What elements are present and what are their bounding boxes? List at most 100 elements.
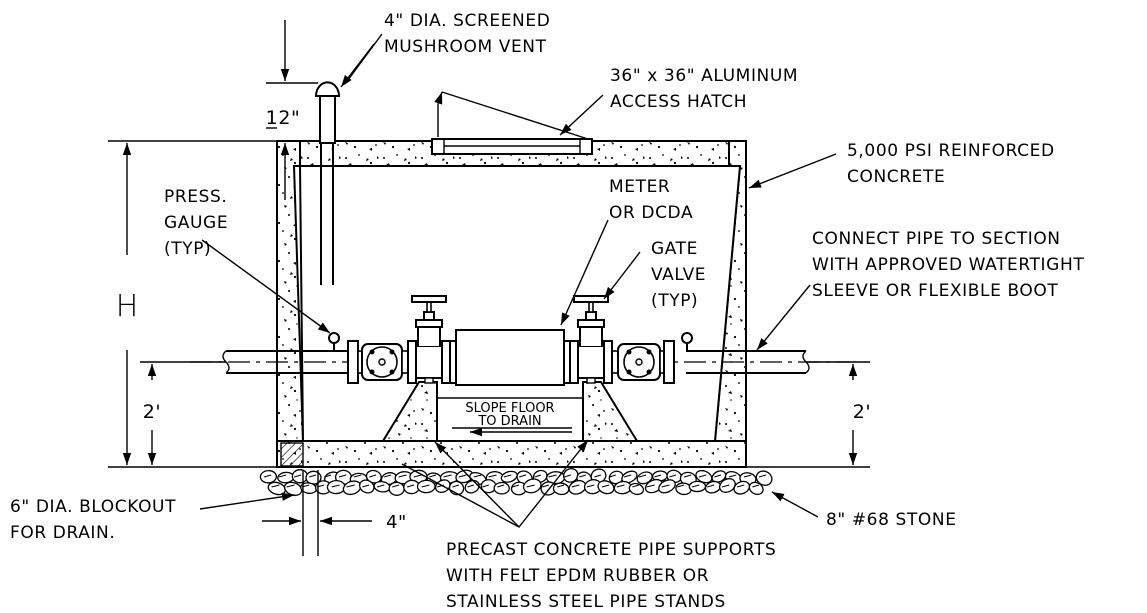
- stone-mark: [278, 474, 287, 478]
- stone: [291, 469, 309, 484]
- meter-body: [449, 329, 571, 386]
- stone-mark: [497, 484, 505, 488]
- stone-mark: [369, 474, 377, 478]
- stone-mark: [601, 484, 610, 488]
- stone-mark: [548, 474, 557, 478]
- stone-mark: [376, 484, 385, 488]
- dimension-vault-height: H: [108, 140, 277, 468]
- access-hatch: [431, 91, 593, 155]
- meter-label-1: METER: [609, 177, 670, 197]
- stone: [711, 470, 727, 483]
- blockout-label-2: FOR DRAIN.: [10, 523, 115, 543]
- stone-mark: [271, 484, 280, 488]
- stone-mark: [557, 484, 565, 488]
- stone-mark: [646, 484, 655, 488]
- stone-mark: [362, 484, 370, 488]
- stone-mark: [639, 474, 647, 478]
- dimension-pipe-height-left: 2': [140, 361, 226, 465]
- callout-labels: 4" DIA. SCREENED MUSHROOM VENT 36" x 36"…: [10, 11, 1084, 612]
- stone-mark: [458, 474, 467, 478]
- stone-mark: [346, 484, 355, 488]
- stone-mark: [398, 474, 407, 478]
- stone: [658, 479, 676, 494]
- stone: [277, 471, 295, 484]
- stone: [636, 471, 653, 485]
- stone-mark: [542, 484, 550, 488]
- stone-mark: [691, 484, 700, 488]
- blockout-offset-label: 4": [386, 512, 407, 533]
- stone-mark: [512, 484, 520, 488]
- stone-mark: [294, 474, 302, 478]
- stone-mark: [534, 474, 541, 478]
- slope-floor-label-2: TO DRAIN: [477, 414, 541, 429]
- stone-mark: [736, 484, 745, 488]
- stone-mark: [482, 484, 490, 488]
- stone-mark: [443, 474, 452, 478]
- stone-mark: [413, 474, 422, 478]
- gate-valve-label-2: VALVE: [651, 265, 706, 285]
- stone-mark: [263, 474, 272, 478]
- stone: [688, 480, 707, 493]
- leaders: [199, 33, 837, 528]
- gauge-label-1: PRESS.: [164, 187, 227, 207]
- stone-mark: [429, 474, 437, 478]
- stone: [267, 481, 287, 496]
- pipe-height-right-label: 2': [853, 401, 872, 423]
- stone-mark: [661, 484, 670, 488]
- supports-label-2: WITH FELT EPDM RUBBER OR: [446, 566, 709, 586]
- stone: [748, 481, 764, 496]
- stone-mark: [594, 474, 602, 478]
- blockout-label-1: 6" DIA. BLOCKOUT: [10, 497, 176, 517]
- stone-mark: [571, 484, 580, 488]
- gauge-label-2: GAUGE: [164, 213, 228, 233]
- stone: [416, 479, 436, 494]
- stone: [597, 480, 615, 495]
- stone: [493, 481, 510, 495]
- stone-mark: [632, 484, 640, 488]
- stone-mark: [714, 474, 722, 478]
- gate-valve-right: [569, 295, 613, 384]
- stone-mark: [473, 474, 482, 478]
- stone-mark: [721, 484, 730, 488]
- gate-valve-label-1: GATE: [651, 239, 698, 259]
- vent-label-1: 4" DIA. SCREENED: [384, 11, 550, 31]
- stone-mark: [353, 474, 362, 478]
- gauge-label-3: (TYP): [164, 239, 211, 259]
- stone-mark: [586, 484, 595, 488]
- dimension-blockout-offset: 4": [262, 470, 407, 556]
- stone-mark: [752, 484, 760, 488]
- mushroom-vent: [314, 81, 341, 285]
- stone-mark: [518, 474, 527, 478]
- stone-mark: [384, 474, 392, 478]
- slope-floor-note: SLOPE FLOOR TO DRAIN: [436, 397, 584, 441]
- gate-valve-left: [407, 295, 451, 384]
- stone-mark: [338, 474, 347, 478]
- supports-label-1: PRECAST CONCRETE PIPE SUPPORTS: [446, 540, 776, 560]
- stone-mark: [623, 474, 632, 478]
- stone-mark: [728, 474, 737, 478]
- stone-mark: [286, 484, 295, 488]
- stone: [621, 470, 638, 484]
- stone: [552, 482, 570, 496]
- stone-mark: [324, 474, 332, 478]
- hatch-label-1: 36" x 36" ALUMINUM: [610, 66, 798, 86]
- stone-mark: [526, 484, 535, 488]
- slope-floor-label-1: SLOPE FLOOR: [465, 401, 554, 416]
- connect-label-2: WITH APPROVED WATERTIGHT: [812, 255, 1084, 275]
- meter-label-2: OR DCDA: [609, 203, 693, 223]
- connect-label-3: SLEEVE OR FLEXIBLE BOOT: [812, 281, 1058, 301]
- stone-mark: [503, 474, 512, 478]
- stone-mark: [309, 474, 317, 478]
- gate-valve-label-3: (TYP): [651, 291, 698, 311]
- stone-mark: [421, 484, 430, 488]
- stone-mark: [698, 474, 707, 478]
- stone-mark: [392, 484, 400, 488]
- stone-mark: [677, 484, 685, 488]
- stone-mark: [406, 484, 415, 488]
- stone-label: 8" #68 STONE: [826, 510, 957, 530]
- stone-mark: [707, 484, 715, 488]
- stone-mark: [452, 484, 459, 488]
- stone-mark: [609, 474, 616, 478]
- hatch-label-2: ACCESS HATCH: [610, 92, 747, 112]
